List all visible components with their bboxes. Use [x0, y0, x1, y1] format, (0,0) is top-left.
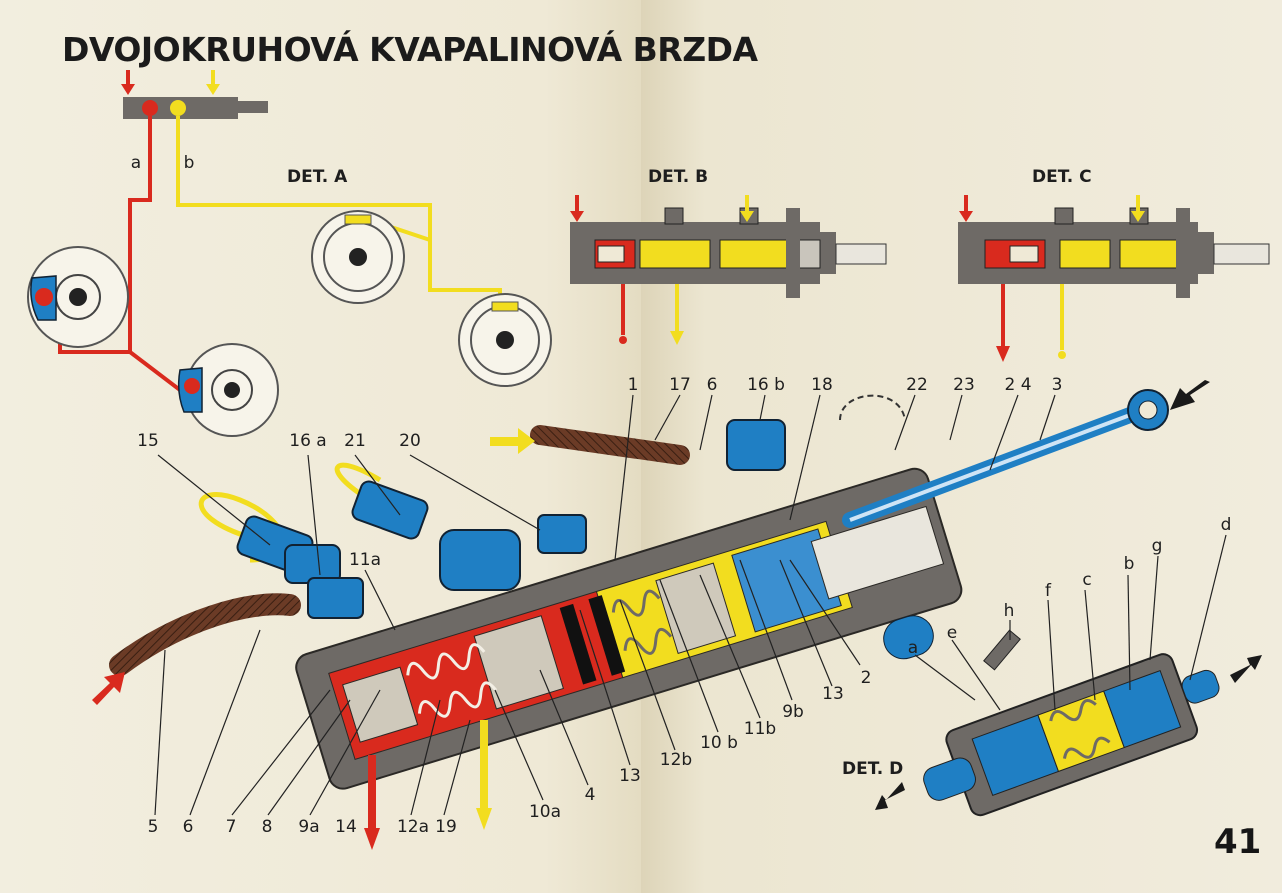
part-label-15: 15	[137, 431, 159, 451]
schematic-red-port	[142, 100, 158, 116]
part-label-9a: 9a	[298, 817, 320, 837]
part-label-2: 2	[860, 668, 872, 688]
page-number: 41	[1214, 822, 1262, 862]
part-label-21: 21	[344, 431, 366, 451]
part-label-5: 5	[147, 817, 159, 837]
part-label-10a: 10a	[528, 802, 562, 822]
det-d-outlet-arrow-right	[1230, 655, 1262, 683]
pedal-force-arrow	[1170, 380, 1210, 410]
part-label-23: 23	[953, 375, 975, 395]
detail-b-heading: DET. B	[648, 167, 709, 187]
det-d-label-c: c	[1082, 570, 1092, 590]
circuit-label-a: a	[130, 153, 142, 173]
part-label-22: 22	[906, 375, 928, 395]
part-label-11b: 11b	[743, 719, 777, 739]
part-label-17: 17	[669, 375, 691, 395]
det-d-outlet-arrow-left	[875, 782, 905, 810]
det-d-label-b: b	[1123, 554, 1135, 574]
part-label-20: 20	[399, 431, 421, 451]
part-label-9b: 9b	[782, 702, 804, 722]
detail-b-cross-section	[570, 195, 887, 345]
part-label-16a: 16 a	[289, 431, 327, 451]
part-label-3: 3	[1051, 375, 1063, 395]
yellow-inlet-arrow	[206, 84, 220, 95]
part-label-4: 4	[584, 785, 596, 805]
master-cylinder-cutaway	[92, 380, 1210, 850]
schematic-yellow-port	[170, 100, 186, 116]
det-d-label-f: f	[1045, 581, 1051, 601]
part-label-13-bottom: 13	[619, 766, 641, 786]
detail-c-cross-section	[958, 195, 1270, 362]
det-d-label-a: a	[907, 638, 919, 658]
part-label-16b: 16 b	[747, 375, 785, 395]
detail-d-heading: DET. D	[842, 759, 904, 779]
hose-inlet-left	[109, 593, 301, 676]
page-title: DVOJOKRUHOVÁ KVAPALINOVÁ BRZDA	[62, 30, 758, 69]
det-d-label-h: h	[1003, 601, 1015, 621]
part-label-18: 18	[811, 375, 833, 395]
hose-inlet-top	[530, 425, 690, 465]
banjo-fittings	[236, 419, 786, 619]
part-label-6-top: 6	[706, 375, 718, 395]
part-label-10b: 10 b	[700, 733, 738, 753]
detail-d-cylinder	[875, 629, 1262, 817]
part-label-12b: 12b	[659, 750, 693, 770]
part-label-11a: 11a	[348, 550, 382, 570]
part-label-7: 7	[225, 817, 237, 837]
part-label-13-right: 13	[822, 684, 844, 704]
schematic-overview	[27, 70, 552, 437]
det-d-label-d: d	[1220, 515, 1232, 535]
det-d-label-g: g	[1151, 536, 1163, 556]
red-inlet-arrow	[121, 84, 135, 95]
part-label-12a: 12a	[396, 817, 430, 837]
part-label-19: 19	[435, 817, 457, 837]
detail-a-heading: DET. A	[287, 167, 348, 187]
fluid-inlet-arrow	[490, 428, 535, 454]
leader-lines	[154, 394, 1227, 816]
part-label-1: 1	[627, 375, 639, 395]
detail-c-heading: DET. C	[1032, 167, 1092, 187]
part-label-24: 2 4	[1004, 375, 1032, 395]
circuit-label-b: b	[183, 153, 195, 173]
part-label-14: 14	[335, 817, 357, 837]
part-label-8: 8	[261, 817, 273, 837]
det-d-label-e: e	[946, 623, 958, 643]
part-label-6-bottom: 6	[182, 817, 194, 837]
hose-inlet-arrow	[92, 672, 125, 705]
